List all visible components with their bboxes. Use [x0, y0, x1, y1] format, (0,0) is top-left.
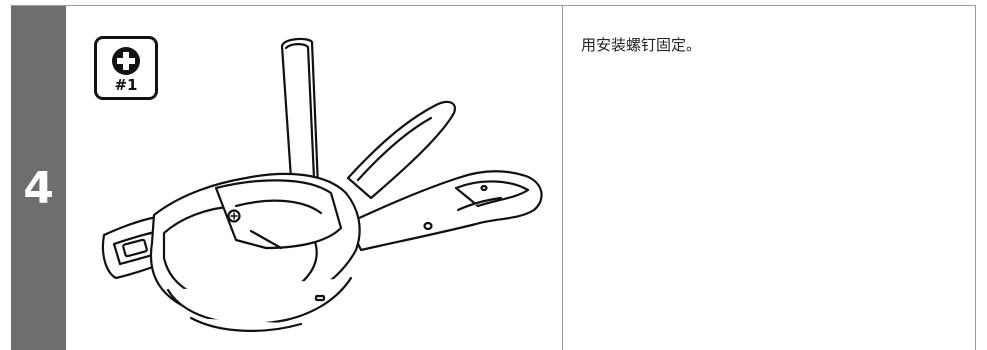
text-cell: 用安装螺钉固定。 — [564, 6, 976, 350]
step-number: 4 — [23, 163, 54, 214]
instruction-text: 用安装螺钉固定。 — [581, 36, 702, 54]
tool-label: #1 — [114, 76, 138, 94]
figure-cell: #1 — [66, 6, 563, 350]
phillips-screwdriver-icon — [112, 47, 140, 75]
step-column: 4 — [11, 6, 66, 350]
tool-badge: #1 — [94, 36, 158, 100]
shifter-illustration — [101, 37, 543, 332]
step-table: 4 #1 — [11, 5, 976, 350]
